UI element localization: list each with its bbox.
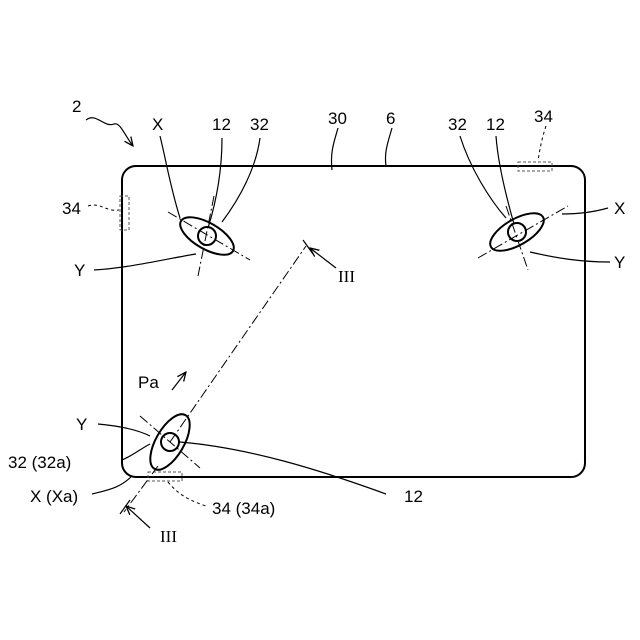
panel-outline bbox=[122, 166, 585, 477]
panel-leader bbox=[331, 128, 338, 170]
axis-y-tl-leader bbox=[94, 254, 196, 270]
label-axis-y-tr: Y bbox=[614, 253, 625, 272]
label-panel: 30 bbox=[328, 109, 347, 128]
label-axis-x-tl: X bbox=[152, 115, 163, 134]
marker-top-right-leader bbox=[538, 126, 546, 161]
label-pin-bl: 12 bbox=[404, 487, 423, 506]
label-section-top: III bbox=[338, 267, 355, 286]
section-arrow-top bbox=[310, 248, 336, 268]
label-section-bottom: III bbox=[160, 527, 177, 546]
slot-top-left bbox=[168, 196, 250, 276]
label-slot-tr: 32 bbox=[448, 115, 467, 134]
label-assembly: 2 bbox=[72, 97, 81, 116]
label-axis-xa: X (Xa) bbox=[30, 487, 78, 506]
section-tick-bottom bbox=[120, 500, 130, 514]
label-edge: 6 bbox=[386, 109, 395, 128]
axis-y-bl-leader bbox=[98, 424, 150, 436]
label-slot-tl: 32 bbox=[250, 115, 269, 134]
slot-top-right bbox=[478, 206, 568, 270]
label-axis-y-bl: Y bbox=[76, 415, 87, 434]
marker-bottom-leader bbox=[168, 482, 206, 506]
axis-y-tr-leader bbox=[530, 252, 610, 262]
label-axis-y-tl: Y bbox=[74, 261, 85, 280]
slot-tr-leader bbox=[460, 136, 506, 218]
pin-tr-leader bbox=[496, 136, 514, 224]
section-tick-top bbox=[303, 240, 313, 254]
label-pin-tr: 12 bbox=[486, 115, 505, 134]
pin-bl-leader bbox=[180, 442, 386, 494]
label-marker-tr: 34 bbox=[534, 107, 553, 126]
slot-bl-leader bbox=[122, 444, 150, 460]
section-arrow-bottom bbox=[126, 506, 150, 528]
label-slot-a: 32 (32a) bbox=[8, 453, 71, 472]
section-line bbox=[170, 246, 306, 442]
label-marker-left: 34 bbox=[62, 199, 81, 218]
marker-left-leader bbox=[88, 205, 119, 210]
direction-arrow bbox=[172, 372, 186, 390]
edge-leader bbox=[385, 128, 392, 166]
label-direction: Pa bbox=[138, 373, 159, 392]
axis-x-tl-leader bbox=[160, 136, 180, 218]
axis-xa-leader bbox=[92, 476, 132, 494]
label-marker-a: 34 (34a) bbox=[212, 499, 275, 518]
label-pin-tl: 12 bbox=[212, 115, 231, 134]
slot-tl-leader bbox=[222, 138, 260, 222]
section-line-ext bbox=[124, 466, 158, 512]
label-axis-x-tr: X bbox=[614, 199, 625, 218]
assembly-leader bbox=[86, 118, 133, 146]
